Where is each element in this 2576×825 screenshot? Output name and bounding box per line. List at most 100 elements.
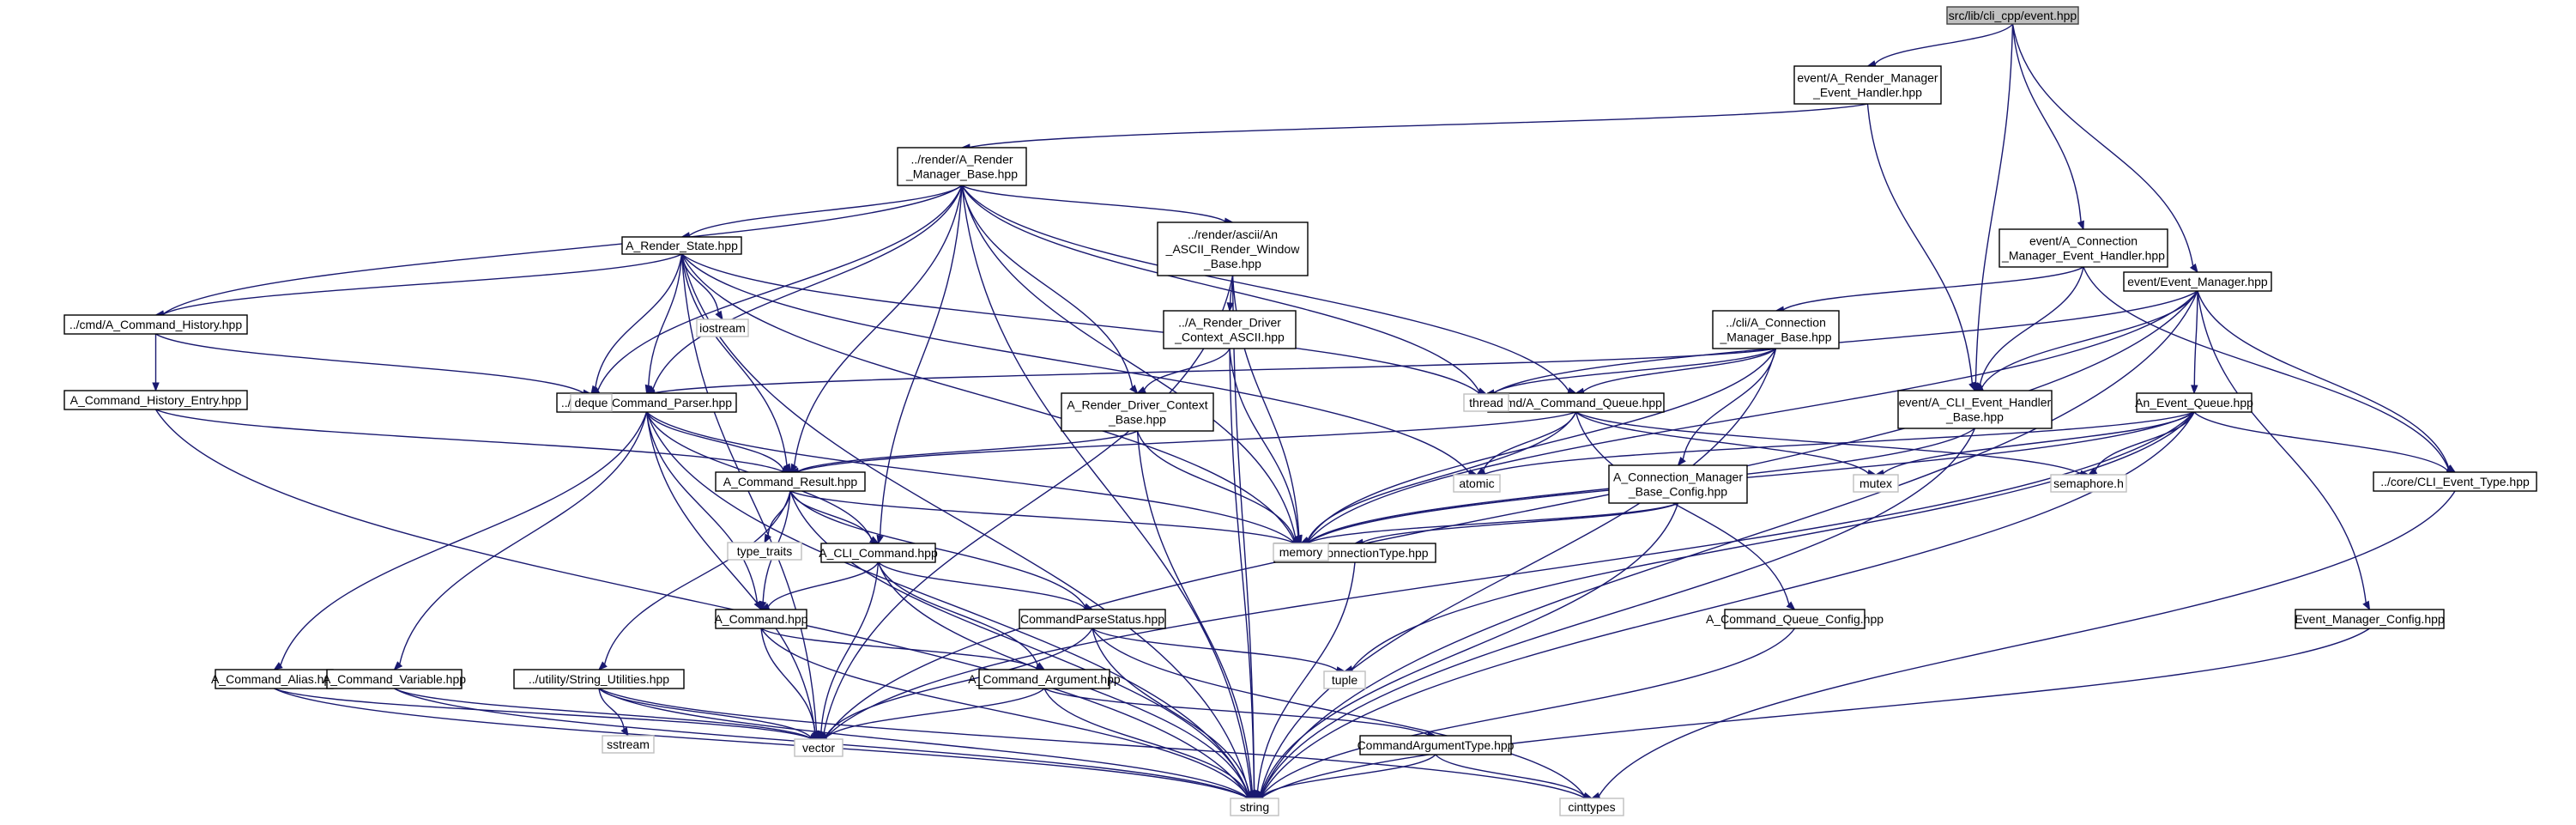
node-label: _Context_ASCII.hpp [1174, 331, 1285, 344]
node-result[interactable]: A_Command_Result.hpp [715, 471, 866, 492]
node-rmb[interactable]: ../render/A_Render_Manager_Base.hpp [897, 147, 1027, 186]
dependency-edge-argtype-to-cinttypes [1435, 754, 1593, 800]
edge-line [598, 688, 1248, 798]
node-box [602, 735, 655, 754]
dependency-edge-evmgr-to-clievt [2197, 290, 2457, 473]
edge-arrowhead [590, 385, 599, 396]
edge-line [789, 490, 1294, 543]
node-cmb[interactable]: ../cli/A_Connection_Manager_Base.hpp [1712, 310, 1840, 349]
node-cmeh[interactable]: event/A_Connection_Manager_Event_Handler… [1999, 228, 2168, 268]
edge-line [1091, 628, 1586, 797]
node-label: ../cmd/A_Command_History.hpp [70, 318, 242, 331]
node-label: deque [575, 396, 608, 409]
dependency-edge-root-to-cmeh [2011, 23, 2084, 231]
dependency-edge-result-to-memory [789, 490, 1303, 547]
node-label: ../A_Render_Driver [1178, 316, 1281, 330]
node-atomic: atomic [1453, 474, 1501, 493]
node-mutex: mutex [1853, 474, 1899, 493]
edge-line [680, 253, 1295, 541]
node-label: iostream [699, 321, 746, 335]
edge-line [652, 185, 963, 390]
node-cmdq[interactable]: ../cmd/A_Command_Queue.hpp [1487, 392, 1665, 413]
dependency-edge-rstate-to-deque [590, 253, 683, 396]
node-arwb[interactable]: ../render/ascii/An_ASCII_Render_Window_B… [1157, 221, 1309, 276]
node-cps[interactable]: CommandParseStatus.hpp [1019, 609, 1166, 629]
dependency-edge-rdcb-to-result [789, 430, 1138, 476]
graph-edges [152, 23, 2457, 802]
edge-line [2083, 266, 2449, 469]
edge-line [274, 688, 812, 739]
node-label: event/A_CLI_Event_Handler [1899, 396, 2052, 409]
edge-line [2193, 290, 2198, 386]
edge-arrowhead [1226, 302, 1235, 312]
dependency-edge-cmb-to-parser [645, 348, 1776, 397]
node-alias[interactable]: A_Command_Alias.hpp [211, 669, 337, 689]
node-label: CommandArgumentType.hpp [1358, 738, 1515, 752]
dependency-edge-cmb-to-cmdq [1575, 348, 1776, 396]
edge-line [793, 185, 963, 466]
edge-line [825, 290, 2198, 737]
node-rdcb[interactable]: A_Render_Driver_Context_Base.hpp [1061, 392, 1214, 432]
node-emcfg[interactable]: Event_Manager_Config.hpp [2295, 609, 2445, 629]
edge-arrowhead [869, 536, 880, 544]
node-label: A_Render_State.hpp [626, 239, 738, 252]
node-clievt[interactable]: ../core/CLI_Event_Type.hpp [2373, 471, 2537, 492]
node-label: _Base.hpp [1108, 413, 1166, 427]
edge-line [1260, 502, 1679, 795]
dependency-edge-evmgr-to-thread [1485, 290, 2198, 397]
dependency-edge-cmeh-to-cmb [1775, 266, 2084, 313]
edge-line [760, 628, 1249, 797]
node-rmeh[interactable]: event/A_Render_Manager_Event_Handler.hpp [1793, 65, 1942, 105]
edge-arrowhead [644, 384, 652, 395]
dependency-edge-rmb-to-thread [961, 185, 1488, 395]
node-evq[interactable]: An_Event_Queue.hpp [2135, 392, 2253, 413]
node-cliev[interactable]: event/A_CLI_Event_Handler_Base.hpp [1897, 390, 2053, 429]
node-cmd[interactable]: A_Command.hpp [715, 609, 808, 629]
node-rdca[interactable]: ../A_Render_Driver_Context_ASCII.hpp [1163, 310, 1297, 349]
node-semaphore: semaphore.h [2050, 474, 2127, 493]
dependency-edge-root-to-rmeh [1866, 23, 2014, 68]
node-clicmd[interactable]: A_CLI_Command.hpp [819, 543, 938, 563]
node-box [978, 669, 1110, 689]
node-argtype[interactable]: CommandArgumentType.hpp [1358, 735, 1515, 755]
edge-line [595, 253, 683, 388]
node-box [1897, 390, 2053, 429]
edge-line [645, 411, 759, 604]
node-qcfg[interactable]: A_Command_Queue_Config.hpp [1706, 609, 1884, 629]
node-label: _Base_Config.hpp [1628, 485, 1727, 499]
node-label: _Manager_Event_Handler.hpp [2001, 249, 2165, 263]
edge-line [969, 103, 1868, 149]
node-strutil[interactable]: ../utility/String_Utilities.hpp [513, 669, 685, 689]
node-hist[interactable]: ../cmd/A_Command_History.hpp [63, 314, 248, 335]
dependency-edge-clievt-to-cinttypes [1590, 490, 2456, 799]
edge-line [645, 411, 784, 470]
dependency-edge-parser-to-result [645, 411, 792, 473]
node-root[interactable]: src/lib/cli_cpp/event.hpp [1946, 6, 2079, 25]
edge-line [399, 411, 648, 664]
node-rstate[interactable]: A_Render_State.hpp [621, 236, 742, 255]
dependency-edge-cmdq-to-qcfg [1575, 411, 1796, 610]
edge-line [961, 185, 1480, 392]
node-label: _ASCII_Render_Window [1165, 242, 1301, 256]
node-box [513, 669, 685, 689]
dependency-edge-conntype-to-string [1254, 561, 1356, 800]
edge-line [1229, 348, 1299, 537]
node-evmgr[interactable]: event/Event_Manager.hpp [2123, 271, 2272, 292]
edge-line [1981, 290, 2198, 388]
edge-line [1261, 428, 1976, 796]
node-var[interactable]: A_Command_Variable.hpp [323, 669, 466, 689]
node-histent[interactable]: A_Command_History_Entry.hpp [63, 390, 248, 410]
node-box [696, 318, 749, 337]
dependency-edge-rmb-to-rdcb [961, 185, 1139, 395]
node-box [2295, 609, 2445, 629]
dependency-edge-histent-to-result [155, 409, 792, 476]
node-cmbcfg[interactable]: A_Connection_Manager_Base_Config.hpp [1608, 464, 1748, 504]
node-label: cinttypes [1568, 800, 1615, 814]
node-box [1453, 474, 1501, 493]
node-label: _Base.hpp [1203, 257, 1261, 270]
node-arg[interactable]: A_Command_Argument.hpp [968, 669, 1121, 689]
dependency-edge-hist-to-deque [155, 333, 593, 397]
edge-line [598, 688, 1585, 798]
edge-line [1575, 411, 1790, 605]
dependency-edge-evmgr-to-evq [2191, 290, 2198, 395]
